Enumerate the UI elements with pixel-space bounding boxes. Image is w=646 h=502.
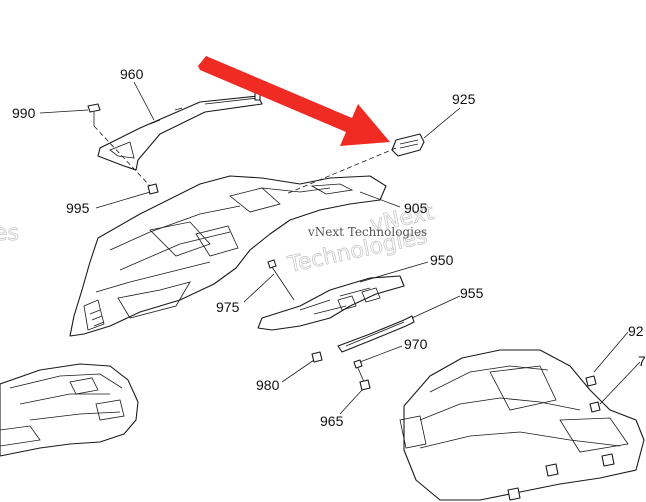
- bolt-975: [267, 259, 295, 301]
- housing-905: [69, 175, 387, 337]
- callout-975: 975: [216, 299, 240, 315]
- callout-905: 905: [404, 200, 428, 216]
- callout-995: 995: [66, 200, 90, 216]
- callout-labels: 990 960 995 925 905 950 955 975 970 980 …: [12, 66, 646, 429]
- fasteners: [311, 351, 371, 391]
- red-arrow-annotation: [198, 56, 390, 146]
- callout-edge-partial: 7: [638, 353, 646, 369]
- watermark-edge-text: es: [0, 221, 19, 246]
- red-arrow-icon: [198, 56, 390, 146]
- callout-965: 965: [320, 413, 344, 429]
- callout-925-partial: 92: [628, 323, 644, 339]
- leader-lines: [39, 81, 641, 415]
- assembly-line: [285, 147, 397, 195]
- callout-990: 990: [12, 105, 36, 121]
- clip-925: [391, 133, 425, 157]
- watermark-small-text: vNext Technologies: [307, 225, 427, 239]
- callout-950: 950: [430, 252, 454, 268]
- strip-955: [337, 315, 415, 353]
- callout-955: 955: [460, 285, 484, 301]
- lower-right-assembly: [399, 349, 645, 501]
- callout-970: 970: [404, 336, 428, 352]
- assembly-line-bracket: [93, 125, 151, 187]
- callout-960: 960: [120, 66, 144, 82]
- bracket-950: [257, 275, 405, 331]
- lower-left-assembly: [0, 363, 139, 457]
- callout-980: 980: [256, 377, 280, 393]
- callout-925: 925: [452, 91, 476, 107]
